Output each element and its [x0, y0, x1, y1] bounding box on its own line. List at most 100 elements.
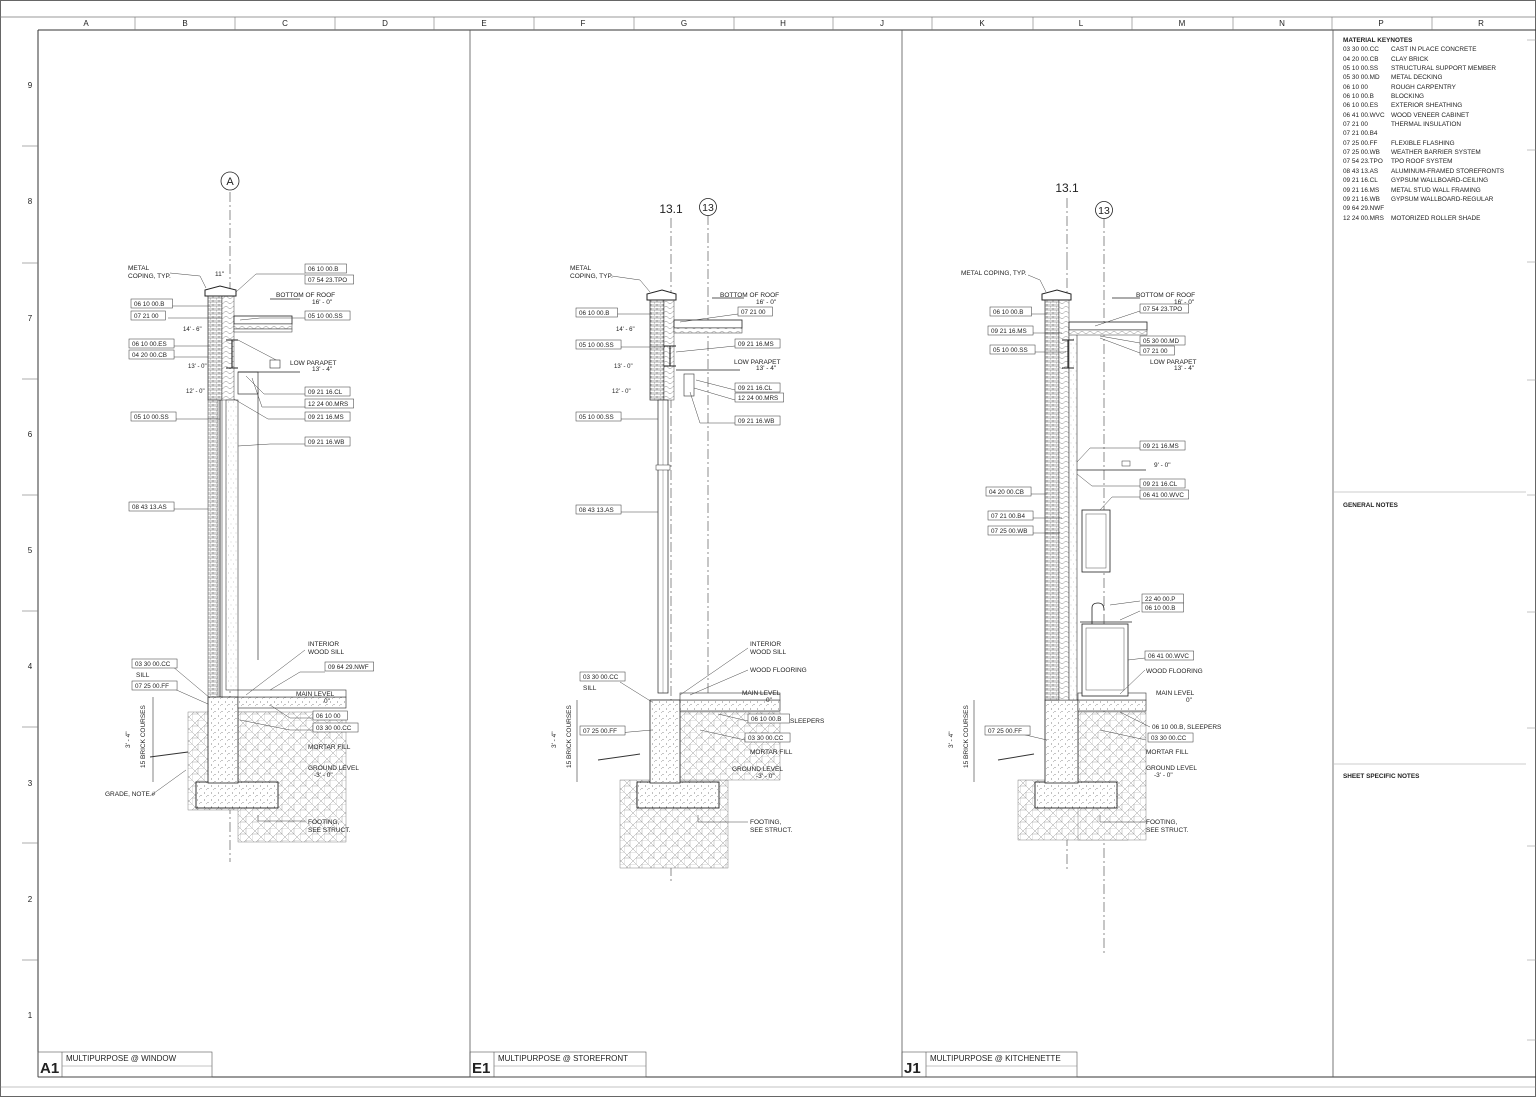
elev-bottom-of-roof: 16' - 0": [1174, 299, 1195, 306]
grid-col-l: L: [1079, 19, 1084, 28]
label-sill: SILL: [583, 685, 597, 692]
keynote-desc: ALUMINUM-FRAMED STOREFRONTS: [1391, 167, 1505, 175]
svg-text:09 21 16.MS: 09 21 16.MS: [991, 328, 1027, 335]
grid-col-r: R: [1478, 19, 1484, 28]
keynote-tag: 06 10 00: [312, 710, 348, 721]
keynote-tag: 06 10 00.B: [747, 713, 790, 724]
svg-text:04 20 00.CB: 04 20 00.CB: [989, 489, 1024, 496]
detail-e1: 13.1 13 BOTTOM OF ROOF 16' - 0" LOW PARA…: [551, 198, 825, 882]
grid-row-7: 7: [28, 314, 33, 323]
svg-text:06 10 00.ES: 06 10 00.ES: [132, 341, 167, 348]
keynote-code: 06 41 00.WVC: [1343, 111, 1385, 119]
svg-text:09 21 16.WB: 09 21 16.WB: [738, 418, 774, 425]
keynote-tag: 07 21 00: [737, 306, 773, 317]
sheet-specific-notes-title: SHEET SPECIFIC NOTES: [1343, 773, 1420, 780]
keynote-code: 06 10 00.B: [1343, 93, 1374, 101]
elev-low-parapet: 13' - 4": [1174, 365, 1195, 372]
elev-main-level: 0": [766, 697, 773, 704]
dim-14-6: 14' - 6": [183, 327, 202, 333]
dim-12-0: 12' - 0": [612, 389, 631, 395]
svg-text:05 10 00.SS: 05 10 00.SS: [134, 414, 169, 421]
elev-ground-level: -3' - 0": [314, 772, 333, 779]
keynote-tag: 03 30 00.CC: [579, 671, 626, 682]
keynote-tag: 06 10 00.B: [130, 298, 173, 309]
keynote-tag: 06 10 00.ES: [128, 338, 175, 349]
svg-text:07 25 00.WB: 07 25 00.WB: [991, 528, 1027, 535]
keynote-row: 04 20 00.CB CLAY BRICK: [1343, 55, 1528, 64]
keynote-tag: 05 10 00.SS: [575, 339, 622, 350]
keynote-desc: EXTERIOR SHEATHING: [1391, 102, 1463, 110]
svg-text:07 21 00.B4: 07 21 00.B4: [991, 513, 1025, 520]
keynote-tag: 09 21 16.MS: [304, 411, 351, 422]
keynote-desc: CLAY BRICK: [1391, 55, 1429, 63]
grid-col-d: D: [382, 19, 388, 28]
svg-text:05 30 00.MD: 05 30 00.MD: [1143, 338, 1180, 345]
grid-bubble-a: A: [226, 176, 234, 188]
keynote-desc: WOOD VENEER CABINET: [1391, 111, 1470, 119]
label-sleepers: 06 10 00.B, SLEEPERS: [1152, 724, 1222, 731]
svg-text:09 21 16.CL: 09 21 16.CL: [1143, 481, 1178, 488]
label-wood-flooring: WOOD FLOORING: [750, 667, 807, 674]
dim-12-0: 12' - 0": [186, 389, 205, 395]
svg-text:03 30 00.CC: 03 30 00.CC: [1151, 735, 1187, 742]
svg-text:12 24 00.MRS: 12 24 00.MRS: [738, 395, 778, 402]
keynote-tag: 04 20 00.CB: [985, 486, 1032, 497]
svg-text:07 54 23.TPO: 07 54 23.TPO: [308, 277, 347, 284]
keynote-tag: 09 21 16.MS: [1139, 440, 1186, 451]
keynote-tag: 07 21 00: [130, 310, 166, 321]
grid-row-9: 9: [28, 81, 33, 90]
svg-text:06 10 00.B: 06 10 00.B: [993, 309, 1023, 316]
keynote-desc: THERMAL INSULATION: [1391, 121, 1461, 129]
svg-text:06 10 00.B: 06 10 00.B: [134, 301, 164, 308]
grid-row-2: 2: [28, 895, 33, 904]
label-low-parapet: LOW PARAPET: [734, 359, 781, 366]
keynote-code: 05 10 00.SS: [1343, 65, 1379, 73]
keynote-code: 05 30 00.MD: [1343, 74, 1380, 82]
grid-row-8: 8: [28, 197, 33, 206]
svg-text:03 30 00.CC: 03 30 00.CC: [583, 674, 619, 681]
svg-text:07 21 00: 07 21 00: [134, 313, 159, 320]
keynote-code: 09 64 29.NWF: [1343, 205, 1385, 213]
grid-col-m: M: [1179, 19, 1186, 28]
grid-row-6: 6: [28, 430, 33, 439]
grid-col-h: H: [780, 19, 786, 28]
svg-text:04 20 00.CB: 04 20 00.CB: [132, 352, 167, 359]
keynote-tag: 09 21 16.WB: [304, 436, 351, 447]
label-low-parapet: LOW PARAPET: [1150, 359, 1197, 366]
label-main-level: MAIN LEVEL: [742, 690, 781, 697]
keynote-code: 03 30 00.CC: [1343, 46, 1379, 54]
keynote-desc: MOTORIZED ROLLER SHADE: [1391, 214, 1481, 222]
detail-j1: 13.1 13 BOTTOM OF ROOF 16' - 0" LOW PARA…: [948, 181, 1222, 955]
keynote-tag: 07 54 23.TPO: [304, 274, 354, 285]
keynote-desc: METAL STUD WALL FRAMING: [1391, 186, 1481, 194]
dim-3-4: 3' - 4": [125, 731, 132, 748]
svg-text:05 10 00.SS: 05 10 00.SS: [993, 347, 1028, 354]
svg-text:08 43 13.AS: 08 43 13.AS: [579, 507, 614, 514]
label-metal-coping: METAL COPING, TYP.: [961, 270, 1027, 277]
title-block-e1: E1 MULTIPURPOSE @ STOREFRONT: [469, 1051, 647, 1078]
label-bottom-of-roof: BOTTOM OF ROOF: [1136, 292, 1195, 299]
label-bottom-of-roof: BOTTOM OF ROOF: [720, 292, 779, 299]
svg-text:09 21 16.MS: 09 21 16.MS: [1143, 443, 1179, 450]
keynote-tag: 07 21 00.B4: [987, 510, 1034, 521]
keynote-desc: CAST IN PLACE CONCRETE: [1391, 46, 1477, 54]
keynote-code: 04 20 00.CB: [1343, 55, 1379, 63]
svg-text:09 64 29.NWF: 09 64 29.NWF: [328, 664, 369, 671]
dim-9-0: 9' - 0": [1154, 462, 1171, 469]
label-brick-courses: 15 BRICK COURSES: [963, 704, 970, 768]
grid-col-f: F: [581, 19, 586, 28]
label-footing: FOOTING,SEE STRUCT.: [308, 819, 350, 834]
detail-title-j1: MULTIPURPOSE @ KITCHENETTE: [930, 1054, 1061, 1063]
keynote-tag: 07 25 00.FF: [579, 725, 626, 736]
keynote-row: 06 41 00.WVC WOOD VENEER CABINET: [1343, 111, 1528, 120]
